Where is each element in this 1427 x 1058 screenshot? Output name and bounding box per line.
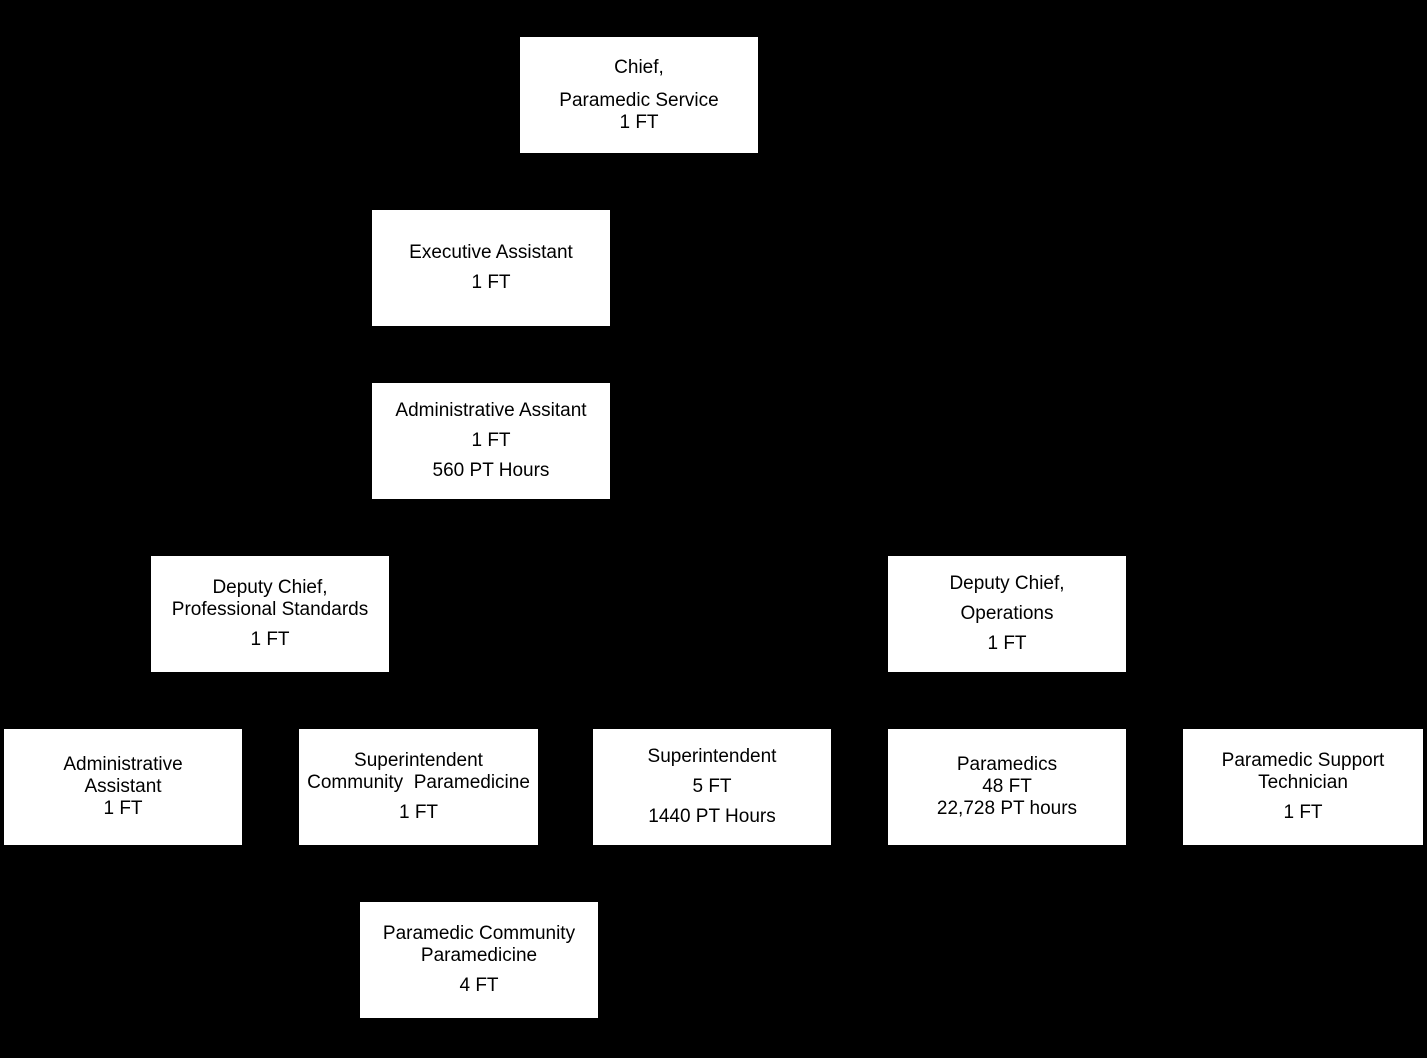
paramedics-box: Paramedics 48 FT 22,728 PT hours <box>888 729 1126 845</box>
paramedic-cp-title-line2: Paramedicine <box>420 945 538 966</box>
paramedics-staff: 48 FT <box>982 776 1032 797</box>
executive-assistant-staff: 1 FT <box>471 272 511 293</box>
administrative-assistant-top-title: Administrative Assitant <box>395 400 587 421</box>
administrative-assistant-box: Administrative Assistant 1 FT <box>4 729 242 845</box>
deputy-chief-ps-title-line1: Deputy Chief, <box>212 577 328 598</box>
administrative-assistant-top-pt-hours: 560 PT Hours <box>432 460 550 481</box>
chief-title-line1: Chief, <box>614 56 664 78</box>
administrative-assistant-top-staff: 1 FT <box>471 430 511 451</box>
paramedic-community-paramedicine-box: Paramedic Community Paramedicine 4 FT <box>360 902 598 1018</box>
superintendent-title: Superintendent <box>647 746 777 767</box>
paramedic-support-technician-box: Paramedic Support Technician 1 FT <box>1183 729 1423 845</box>
paramedic-support-technician-title-line1: Paramedic Support <box>1221 750 1385 771</box>
paramedic-support-technician-title-line2: Technician <box>1258 772 1348 793</box>
superintendent-cp-staff: 1 FT <box>398 802 439 823</box>
paramedic-support-technician-staff: 1 FT <box>1283 802 1323 823</box>
administrative-assistant-title-line2: Assistant <box>84 776 162 797</box>
superintendent-box: Superintendent 5 FT 1440 PT Hours <box>593 729 831 845</box>
deputy-chief-ps-staff: 1 FT <box>250 629 290 650</box>
executive-assistant-title: Executive Assistant <box>409 242 573 263</box>
executive-assistant-box: Executive Assistant 1 FT <box>372 210 610 326</box>
deputy-chief-ps-title-line2: Professional Standards <box>171 599 369 620</box>
chief-staff: 1 FT <box>619 111 659 133</box>
paramedics-pt-hours: 22,728 PT hours <box>936 798 1078 819</box>
superintendent-staff: 5 FT <box>692 776 732 797</box>
paramedics-title: Paramedics <box>956 754 1058 775</box>
chief-title-line2: Paramedic Service <box>559 89 719 111</box>
administrative-assistant-staff: 1 FT <box>103 798 143 819</box>
administrative-assistant-top-box: Administrative Assitant 1 FT 560 PT Hour… <box>372 383 610 499</box>
administrative-assistant-title-line1: Administrative <box>63 754 183 775</box>
paramedic-cp-staff: 4 FT <box>459 975 499 996</box>
paramedic-cp-title-line1: Paramedic Community <box>382 923 576 944</box>
deputy-chief-professional-standards-box: Deputy Chief, Professional Standards 1 F… <box>151 556 389 672</box>
deputy-chief-ops-title-line1: Deputy Chief, <box>949 573 1065 594</box>
superintendent-community-paramedicine-box: Superintendent Community Paramedicine 1 … <box>299 729 538 845</box>
superintendent-pt-hours: 1440 PT Hours <box>648 806 776 827</box>
superintendent-cp-title-line2: Community Paramedicine <box>307 772 530 793</box>
deputy-chief-ops-staff: 1 FT <box>987 633 1027 654</box>
chief-paramedic-service-box: Chief, Paramedic Service 1 FT <box>520 37 758 153</box>
deputy-chief-operations-box: Deputy Chief, Operations 1 FT <box>888 556 1126 672</box>
superintendent-cp-title-line1: Superintendent <box>354 750 483 771</box>
deputy-chief-ops-title-line2: Operations <box>960 603 1054 624</box>
